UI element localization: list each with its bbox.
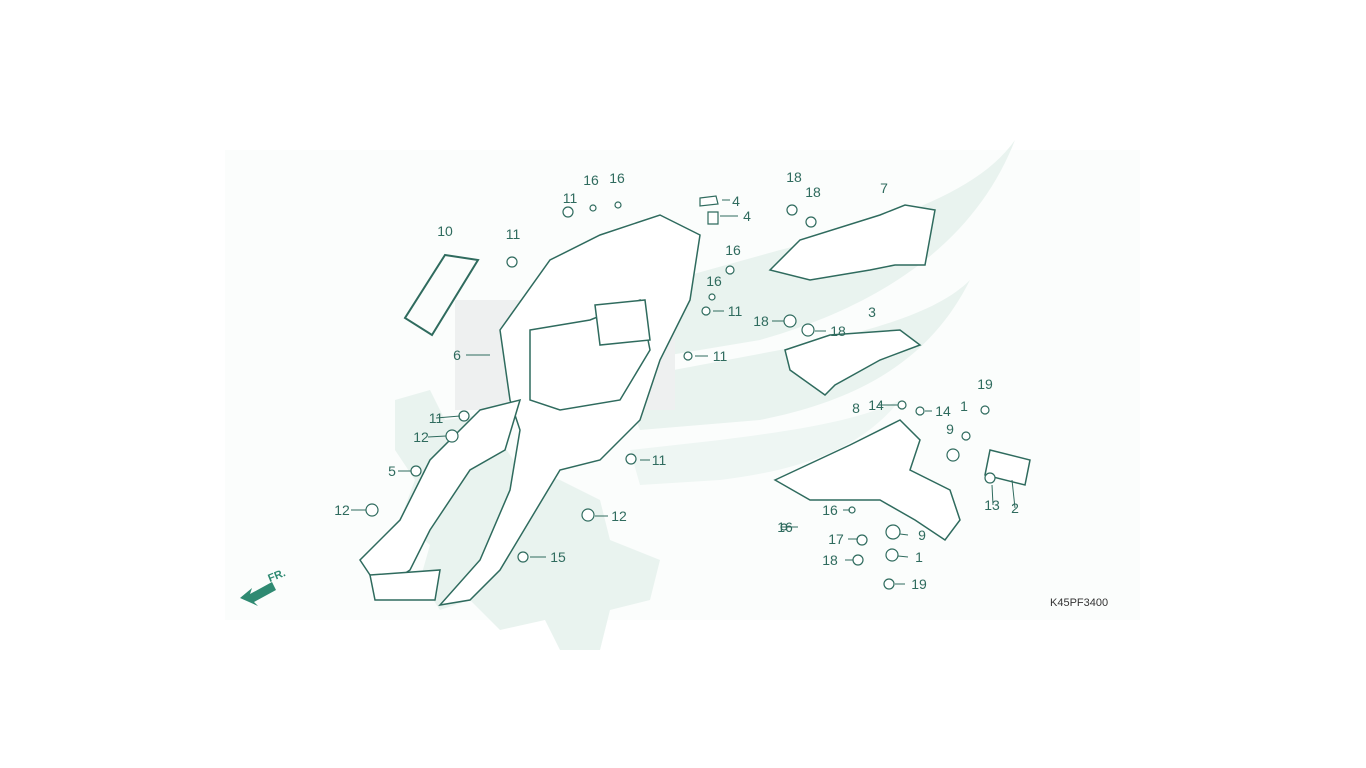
callout-label: 11: [651, 452, 667, 468]
callout-label: 11: [428, 410, 444, 426]
callout-label: 15: [550, 549, 566, 565]
callout-label: 12: [334, 502, 350, 518]
callout-label: 16: [725, 242, 741, 258]
callout-label: 12: [413, 429, 429, 445]
part-10-strap: [403, 253, 480, 337]
diagram-code: K45PF3400: [1050, 597, 1109, 609]
callout-label: 16: [777, 519, 793, 535]
callout-label: 4: [743, 208, 751, 224]
callout-label: 16: [609, 170, 625, 186]
callout-label: 4: [732, 193, 740, 209]
callout-label: 16: [583, 172, 599, 188]
callout-label: 1: [915, 549, 923, 565]
callout-label: 5: [388, 463, 396, 479]
callout-label: 16: [822, 502, 838, 518]
part-8-license-bracket: [773, 419, 961, 542]
callout-label: 9: [946, 421, 954, 437]
callout-label: 19: [911, 576, 927, 592]
part-2-reflector: [984, 449, 1031, 486]
callout-label: 1: [960, 398, 968, 414]
part-4-clip: [699, 195, 719, 225]
front-arrow-icon: [240, 582, 276, 606]
callout-label: 2: [1011, 500, 1019, 516]
callout-label: 14: [868, 397, 884, 413]
callout-label: 11: [727, 303, 743, 319]
callout-label: 18: [830, 323, 846, 339]
callout-label: 14: [935, 403, 951, 419]
callout-label: 6: [453, 347, 461, 363]
callout-label: 13: [984, 497, 1000, 513]
callout-label: 3: [868, 304, 876, 320]
part-3-grab-bracket: [784, 329, 922, 396]
callout-label: 8: [852, 400, 860, 416]
callout-label: 11: [562, 190, 578, 206]
callout-label: 18: [786, 169, 802, 185]
callout-label: 12: [611, 508, 627, 524]
callout-label: 18: [805, 184, 821, 200]
callout-label: 16: [706, 273, 722, 289]
callout-label: 11: [505, 226, 521, 242]
callout-label: 17: [828, 531, 844, 547]
part-6-rear-fender: [359, 214, 701, 607]
callout-label: 18: [753, 313, 769, 329]
part-7-seat-cowl: [768, 204, 936, 281]
callout-label: 10: [437, 223, 453, 239]
callout-label: 18: [822, 552, 838, 568]
callout-label: 19: [977, 376, 993, 392]
watermark: [225, 140, 1140, 650]
callout-label: 7: [880, 180, 888, 196]
callout-label: 9: [918, 527, 926, 543]
callout-label: 11: [712, 348, 728, 364]
leader-lines: [351, 199, 1016, 585]
